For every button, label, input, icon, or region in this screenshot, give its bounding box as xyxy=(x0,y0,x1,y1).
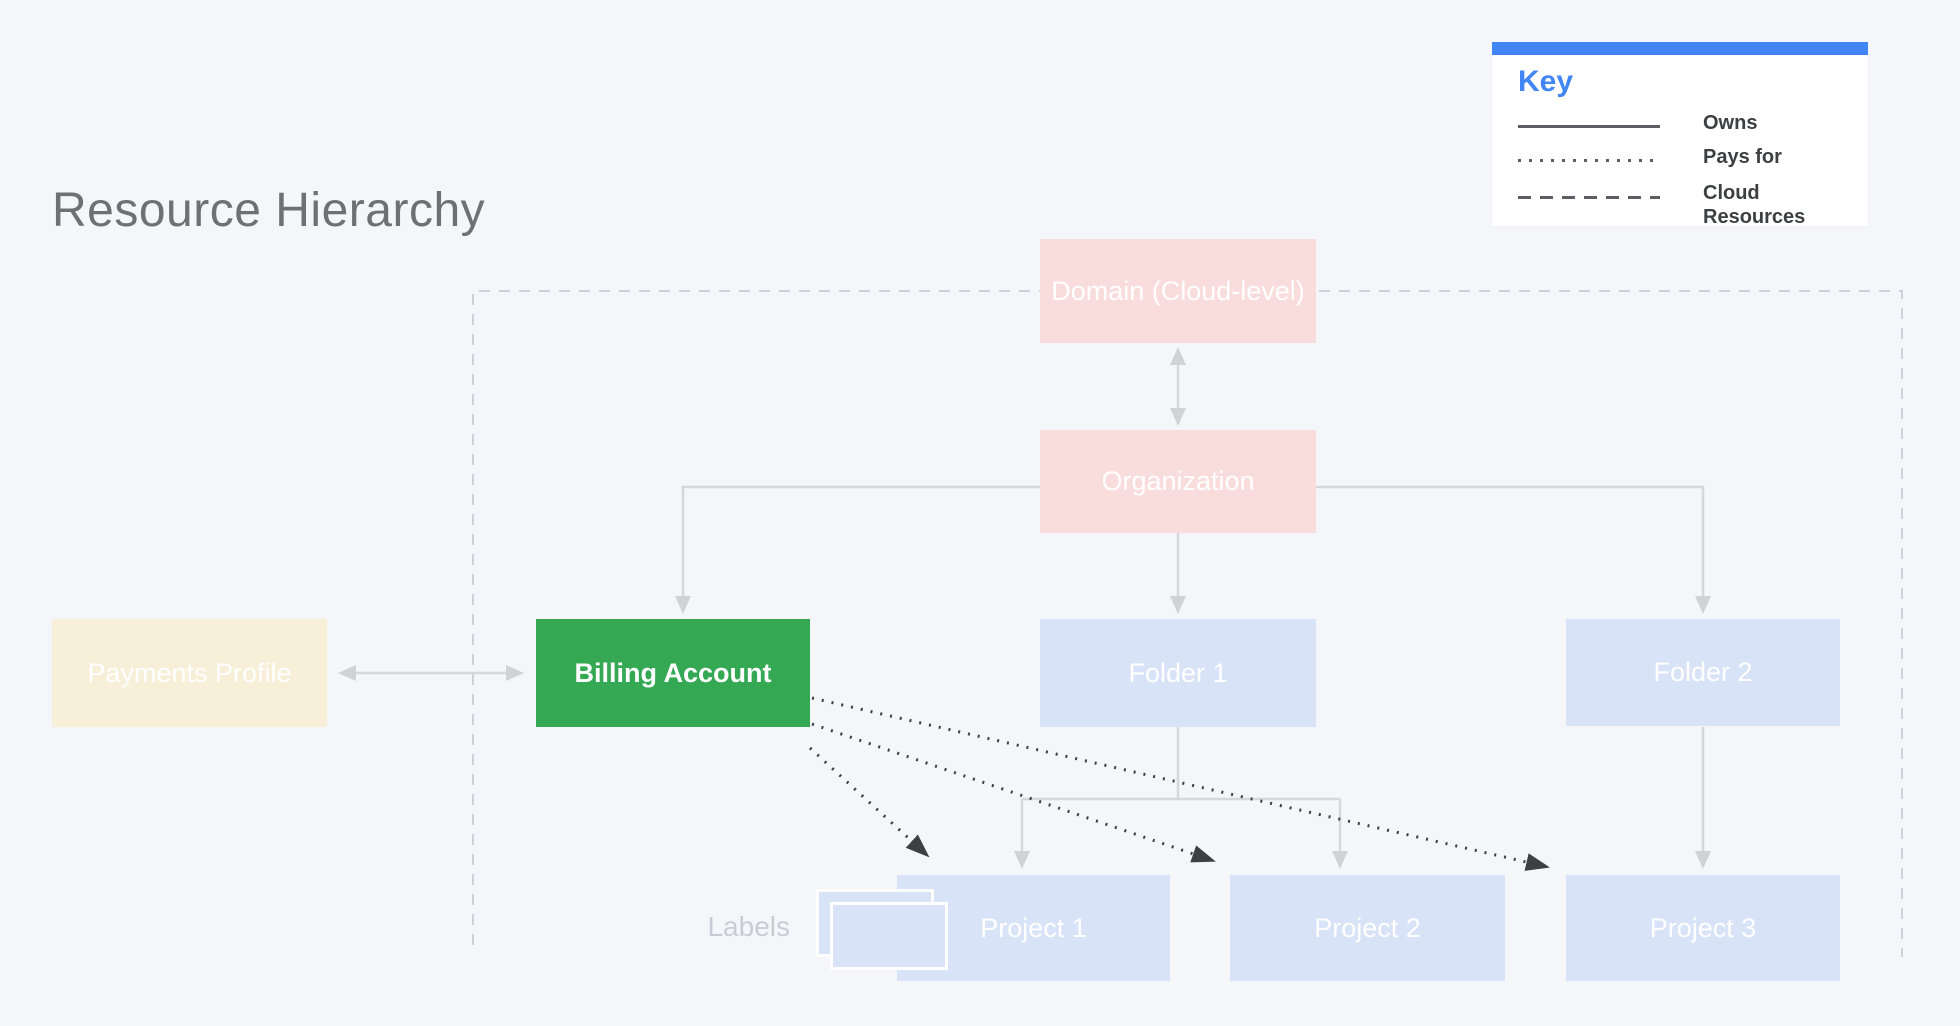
node-project-3: Project 3 xyxy=(1566,875,1840,981)
key-panel: Key Owns Pays for Cloud Resources xyxy=(1492,42,1868,228)
legend-label-pays-for: Pays for xyxy=(1703,146,1782,168)
node-payments-profile: Payments Profile xyxy=(52,619,327,727)
folder1-projects-trunk xyxy=(1022,727,1340,801)
node-folder-1: Folder 1 xyxy=(1040,619,1316,727)
node-project-2-label: Project 2 xyxy=(1314,912,1421,943)
label-card-front xyxy=(830,902,948,970)
org-folder2-connector xyxy=(1178,485,1711,614)
node-folder-1-label: Folder 1 xyxy=(1128,657,1228,688)
legend-line-dotted xyxy=(1518,159,1660,162)
legend-line-solid xyxy=(1518,125,1660,128)
node-domain: Domain (Cloud-level) xyxy=(1040,239,1316,343)
labels-stack-icon xyxy=(814,884,954,976)
key-title: Key xyxy=(1518,65,1574,98)
key-top-bar xyxy=(1492,42,1868,55)
org-billing-connector xyxy=(675,485,1178,614)
node-payments-profile-label: Payments Profile xyxy=(87,657,292,688)
node-domain-label: Domain (Cloud-level) xyxy=(1051,275,1305,306)
labels-caption: Labels xyxy=(707,911,790,942)
node-folder-2: Folder 2 xyxy=(1566,619,1840,726)
legend-line-dashed xyxy=(1518,196,1660,199)
key-body: Key Owns Pays for Cloud Resources xyxy=(1492,55,1868,228)
node-project-2: Project 2 xyxy=(1230,875,1505,981)
legend-label-owns: Owns xyxy=(1703,112,1758,134)
node-billing-account: Billing Account xyxy=(536,619,810,727)
node-billing-account-label: Billing Account xyxy=(574,657,772,688)
node-organization: Organization xyxy=(1040,430,1316,533)
node-project-1-label: Project 1 xyxy=(980,912,1087,943)
node-organization-label: Organization xyxy=(1101,466,1255,496)
node-project-3-label: Project 3 xyxy=(1649,912,1757,943)
node-folder-2-label: Folder 2 xyxy=(1653,657,1753,687)
legend-label-cloud-resources: Cloud Resources xyxy=(1703,182,1806,228)
page-title: Resource Hierarchy xyxy=(52,184,486,237)
